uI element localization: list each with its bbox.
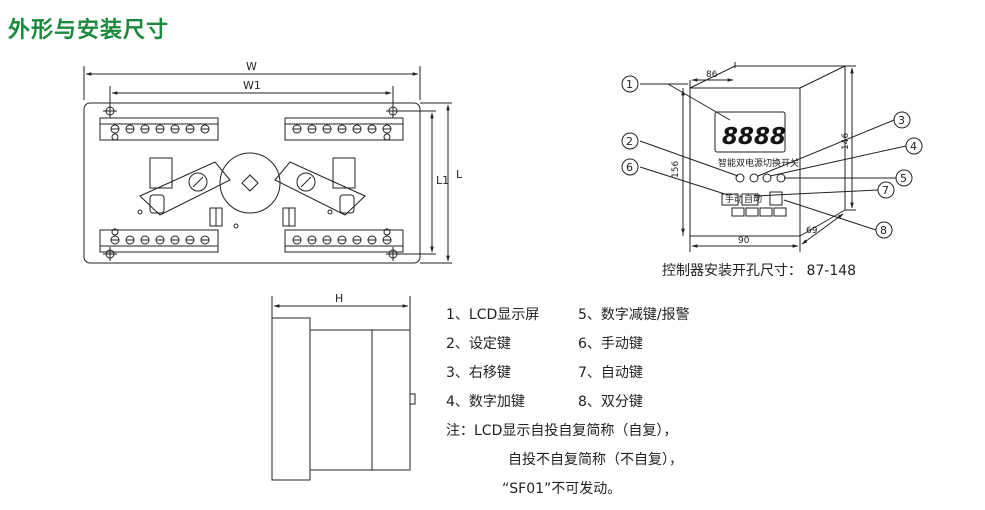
legend-item-8: 8、双分键 [578, 394, 643, 410]
callout-2: 2 [626, 135, 633, 148]
dim-W: W [246, 60, 257, 73]
note-line-2: 自投不自复简称（不自复）， [508, 452, 683, 468]
dim-146: 146 [841, 133, 851, 150]
terminal-block-top-left [99, 117, 219, 141]
note-line-1: 注：LCD显示自投自复简称（自复）， [446, 423, 678, 439]
callout-1: 1 [626, 78, 633, 91]
legend-item-7: 7、自动键 [578, 365, 643, 381]
legend-item-3: 3、右移键 [446, 365, 511, 381]
dim-90: 90 [738, 236, 750, 246]
terminal-block-bottom-right [284, 228, 404, 253]
legend-item-2: 2、设定键 [446, 336, 511, 352]
legend-item-5: 5、数字减键/报警 [578, 307, 690, 323]
callout-7: 7 [882, 184, 889, 197]
dim-86: 86 [706, 70, 718, 80]
dim-L1: L1 [436, 174, 449, 187]
callout-4: 4 [910, 140, 917, 153]
dim-W1: W1 [243, 79, 261, 92]
auto-button-label: 自动 [744, 193, 762, 205]
callout-5: 5 [900, 172, 907, 185]
legend-item-6: 6、手动键 [578, 336, 643, 352]
mounting-holes [103, 104, 400, 261]
note-line-3: “SF01”不可发动。 [502, 481, 622, 497]
legend-item-4: 4、数字加键 [446, 394, 525, 410]
legend-item-1: 1、LCD显示屏 [446, 307, 540, 323]
dim-L: L [456, 168, 463, 181]
dim-156: 156 [671, 161, 681, 178]
dim-H: H [335, 292, 343, 305]
lcd-display: 8888 [722, 124, 786, 150]
terminal-block-top-right [284, 117, 404, 141]
callout-3: 3 [898, 114, 905, 127]
front-view [83, 66, 452, 264]
dim-69: 69 [806, 226, 818, 236]
side-view [271, 296, 416, 481]
terminal-block-bottom-left [99, 228, 219, 253]
callout-6: 6 [626, 161, 633, 174]
manual-button-label: 手动 [725, 193, 743, 205]
cutout-caption: 控制器安装开孔尺寸： 87-148 [662, 263, 857, 279]
controller-view [621, 62, 923, 252]
callout-8: 8 [880, 224, 887, 237]
switch-mechanism [137, 152, 366, 229]
page-title: 外形与安装尺寸 [8, 18, 170, 43]
brand-text: 智能双电源切换开关 [718, 157, 799, 169]
